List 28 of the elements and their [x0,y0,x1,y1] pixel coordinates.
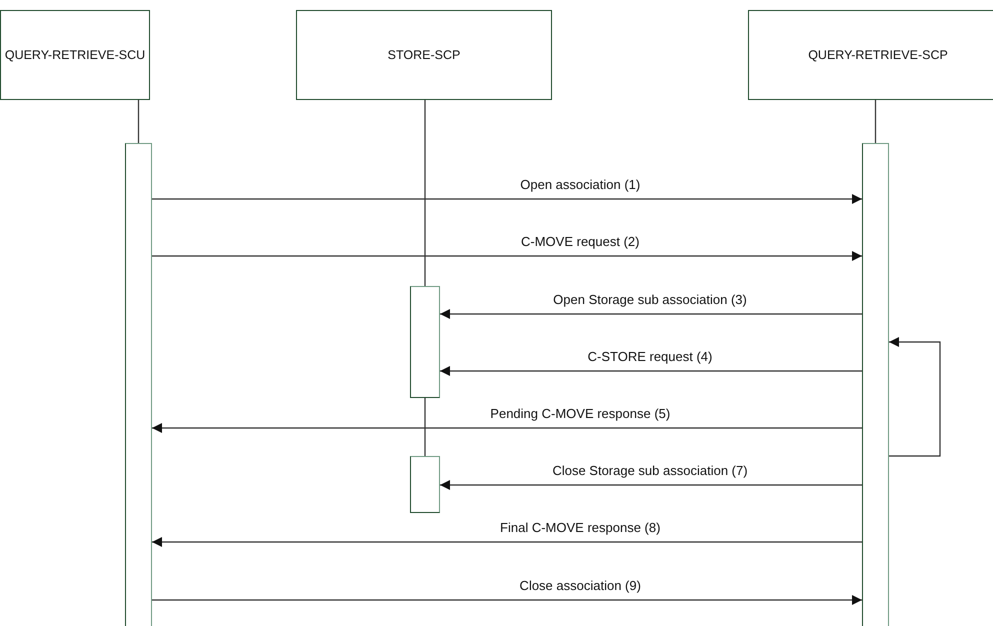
message-arrow [152,537,862,547]
lifeline-header-box: QUERY-RETRIEVE-SCP [748,10,993,100]
lifeline-header-box: QUERY-RETRIEVE-SCU [0,10,150,100]
message-label: C-MOVE request (2) [519,234,642,249]
message-label: Pending C-MOVE response (5) [488,406,672,421]
message-arrow [440,480,862,490]
message-label: C-STORE request (4) [586,349,714,364]
message-arrow [152,595,862,605]
message-label: Close association (9) [518,578,643,593]
message-arrow [440,309,862,319]
lifeline [874,100,876,143]
lifeline [138,100,140,143]
message-label: Final C-MOVE response (8) [498,520,662,535]
message-label: Open Storage sub association (3) [551,292,749,307]
activation-bar [862,143,889,626]
message-label: Open association (1) [518,177,642,192]
self-message-arrow [889,337,941,457]
activation-bar [125,143,152,626]
activation-bar [410,286,440,398]
message-label: Close Storage sub association (7) [550,463,750,478]
message-arrow [152,194,862,204]
lifeline-header-box: STORE-SCP [296,10,552,100]
activation-bar [410,456,440,513]
message-arrow [440,366,862,376]
message-arrow [152,423,862,433]
message-arrow [152,251,862,261]
lifeline [424,100,426,286]
lifeline [424,398,426,456]
